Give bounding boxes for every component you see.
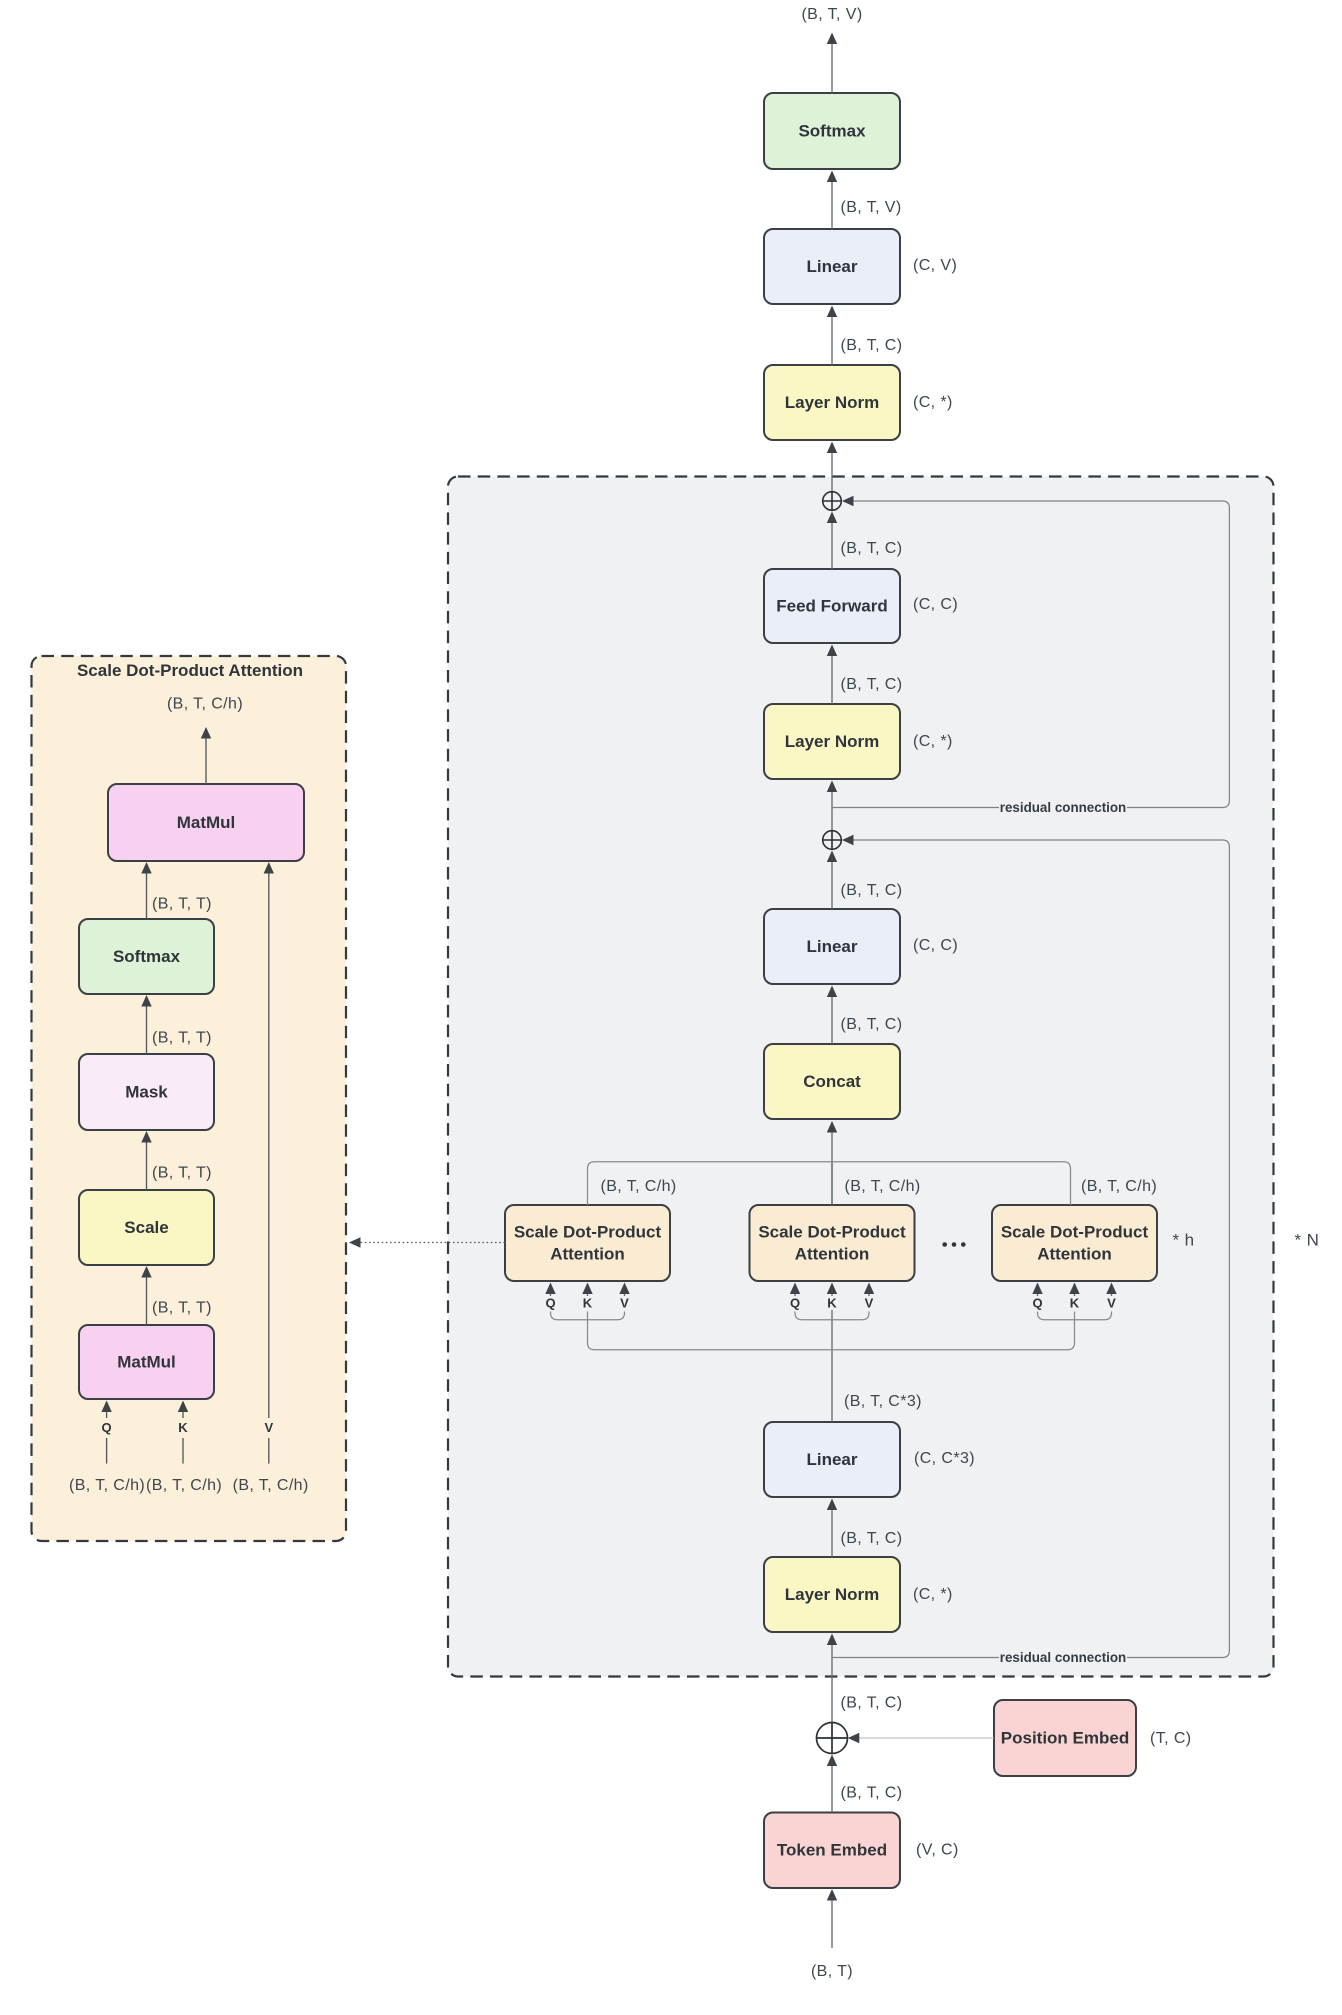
svg-text:* h: * h: [1173, 1231, 1195, 1250]
svg-text:Mask: Mask: [125, 1082, 168, 1101]
svg-text:(V, C): (V, C): [916, 1841, 959, 1858]
svg-text:Scale Dot-Product: Scale Dot-Product: [758, 1223, 906, 1242]
svg-text:Q: Q: [102, 1420, 112, 1435]
svg-text:Attention: Attention: [795, 1245, 870, 1264]
svg-text:(C, *): (C, *): [913, 733, 953, 750]
svg-text:(B, T, C): (B, T, C): [841, 1695, 903, 1712]
svg-text:Token Embed: Token Embed: [777, 1841, 887, 1860]
svg-text:(B, T, C/h): (B, T, C/h): [233, 1477, 309, 1494]
svg-text:K: K: [827, 1296, 837, 1311]
svg-text:(C, V): (C, V): [913, 257, 957, 274]
svg-text:* N: * N: [1295, 1231, 1320, 1250]
svg-text:MatMul: MatMul: [117, 1352, 176, 1371]
svg-text:residual connection: residual connection: [1000, 1650, 1127, 1665]
svg-text:(B, T, C/h): (B, T, C/h): [845, 1178, 921, 1195]
svg-text:(B, T, T): (B, T, T): [152, 1300, 212, 1317]
svg-text:Layer Norm: Layer Norm: [785, 393, 879, 412]
svg-text:Feed Forward: Feed Forward: [776, 596, 887, 615]
svg-text:(B, T, C): (B, T, C): [841, 676, 903, 693]
svg-text:(B, T, V): (B, T, V): [841, 199, 902, 216]
svg-text:Concat: Concat: [803, 1072, 861, 1091]
svg-text:(B, T, T): (B, T, T): [152, 1165, 212, 1182]
svg-text:(C, *): (C, *): [913, 1586, 953, 1603]
svg-text:Q: Q: [545, 1296, 555, 1311]
svg-text:Linear: Linear: [806, 257, 857, 276]
svg-text:K: K: [583, 1296, 593, 1311]
svg-text:V: V: [620, 1296, 629, 1311]
svg-text:Scale Dot-Product Attention: Scale Dot-Product Attention: [77, 661, 303, 680]
svg-text:(B, T, V): (B, T, V): [801, 6, 862, 23]
svg-text:Position Embed: Position Embed: [1001, 1728, 1129, 1747]
svg-text:(C, C*3): (C, C*3): [914, 1450, 975, 1467]
svg-text:Scale Dot-Product: Scale Dot-Product: [1001, 1223, 1149, 1242]
svg-text:(B, T, C/h): (B, T, C/h): [146, 1477, 222, 1494]
svg-text:(C, C): (C, C): [913, 937, 958, 954]
svg-text:V: V: [1107, 1296, 1116, 1311]
svg-text:(B, T, C): (B, T, C): [841, 337, 903, 354]
svg-text:MatMul: MatMul: [177, 813, 236, 832]
svg-text:K: K: [1070, 1296, 1080, 1311]
svg-text:Linear: Linear: [806, 1450, 857, 1469]
svg-text:(C, *): (C, *): [913, 394, 953, 411]
svg-text:(T, C): (T, C): [1150, 1730, 1192, 1747]
svg-text:Scale Dot-Product: Scale Dot-Product: [514, 1223, 662, 1242]
svg-text:V: V: [264, 1420, 273, 1435]
svg-text:Q: Q: [1032, 1296, 1042, 1311]
svg-text:Layer Norm: Layer Norm: [785, 1585, 879, 1604]
svg-text:(B, T, C): (B, T, C): [841, 540, 903, 557]
svg-text:residual connection: residual connection: [1000, 800, 1127, 815]
svg-text:Scale: Scale: [124, 1218, 168, 1237]
svg-text:Linear: Linear: [806, 937, 857, 956]
svg-text:(B, T, C): (B, T, C): [841, 1530, 903, 1547]
svg-text:(B, T, C): (B, T, C): [841, 1784, 903, 1801]
svg-text:(B, T, T): (B, T, T): [152, 896, 212, 913]
svg-text:(B, T, C*3): (B, T, C*3): [844, 1393, 922, 1410]
svg-text:(B, T, C/h): (B, T, C/h): [1081, 1178, 1157, 1195]
svg-text:(B, T, C/h): (B, T, C/h): [167, 696, 243, 713]
svg-text:(B, T): (B, T): [811, 1963, 853, 1980]
svg-text:(C, C): (C, C): [913, 596, 958, 613]
svg-text:Attention: Attention: [1037, 1245, 1112, 1264]
svg-text:Softmax: Softmax: [113, 947, 181, 966]
svg-text:Q: Q: [790, 1296, 800, 1311]
svg-text:(B, T, C): (B, T, C): [841, 1016, 903, 1033]
svg-text:(B, T, C/h): (B, T, C/h): [69, 1477, 145, 1494]
svg-text:Softmax: Softmax: [798, 121, 866, 140]
svg-text:(B, T, C): (B, T, C): [841, 882, 903, 899]
svg-text:K: K: [178, 1420, 188, 1435]
svg-text:V: V: [865, 1296, 874, 1311]
svg-text:Attention: Attention: [550, 1245, 625, 1264]
svg-text:Layer Norm: Layer Norm: [785, 732, 879, 751]
svg-text:(B, T, C/h): (B, T, C/h): [601, 1178, 677, 1195]
svg-text:(B, T, T): (B, T, T): [152, 1030, 212, 1047]
